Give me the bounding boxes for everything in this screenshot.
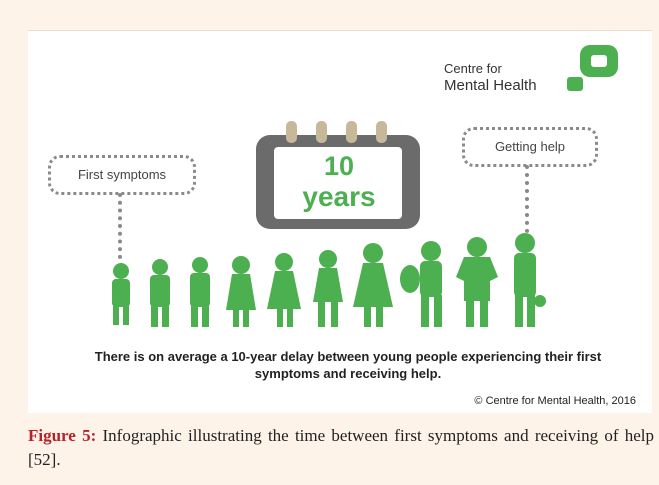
- calendar-number: 10: [323, 151, 355, 181]
- calendar-word: years: [302, 181, 376, 212]
- figure-label: Figure 5:: [28, 426, 97, 445]
- figure-icon: [514, 233, 546, 327]
- logo-text-line2: Mental Health: [444, 77, 537, 94]
- first-symptoms-label: First symptoms: [48, 155, 196, 195]
- growing-figures-illustration: [112, 233, 546, 327]
- figure-icon: [400, 241, 442, 327]
- figure-icon: [226, 256, 256, 327]
- figure-icon: [150, 259, 170, 327]
- figure-icon: [112, 263, 130, 325]
- figure-icon: [456, 237, 498, 327]
- figure-icon: [190, 257, 210, 327]
- figure-icon: [353, 243, 393, 327]
- centre-logo-icon: [567, 45, 618, 91]
- infographic-statement: There is on average a 10-year delay betw…: [94, 349, 602, 381]
- copyright-notice: © Centre for Mental Health, 2016: [474, 395, 636, 407]
- first-symptoms-connector: [118, 193, 122, 259]
- getting-help-connector: [525, 165, 529, 241]
- getting-help-label: Getting help: [462, 127, 598, 167]
- figure-caption-text: Infographic illustrating the time betwee…: [28, 426, 654, 469]
- figure-icon: [267, 253, 301, 327]
- infographic-panel: Centre for Mental Health 10 years First …: [28, 30, 652, 413]
- calendar-icon: [256, 121, 420, 229]
- figure-caption: Figure 5: Infographic illustrating the t…: [28, 424, 654, 472]
- logo-text-line1: Centre for: [444, 61, 502, 76]
- figure-icon: [313, 250, 343, 327]
